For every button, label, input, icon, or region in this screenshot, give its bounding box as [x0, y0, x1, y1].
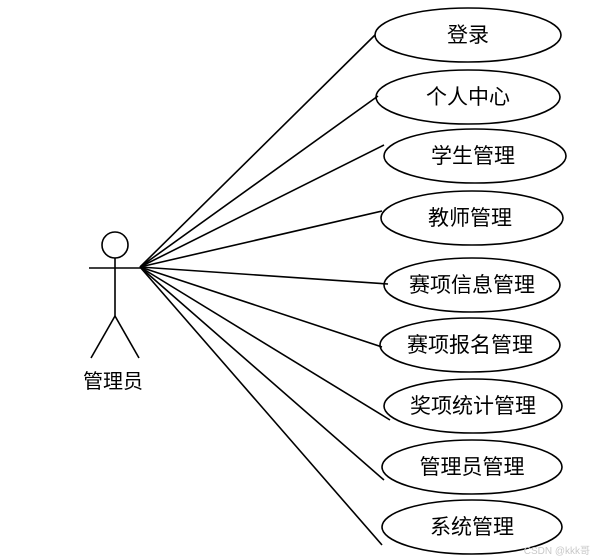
- actor-label: 管理员: [83, 369, 143, 393]
- use-case-ellipse: [379, 317, 561, 373]
- use-case-ellipse: [383, 257, 561, 313]
- use-case-labels: 登录 个人中心 学生管理 教师管理 赛项信息管理 赛项报名管理 奖项统计管理 管…: [407, 23, 536, 539]
- actor-right-leg: [114, 315, 140, 359]
- use-case-ellipse: [381, 499, 563, 555]
- association-line: [139, 34, 376, 268]
- association-line: [139, 266, 389, 285]
- association-lines: [139, 34, 391, 546]
- watermark: CSDN @kkk哥: [524, 545, 590, 557]
- use-case-label-event-info-management: 赛项信息管理: [409, 273, 535, 297]
- actor-head: [101, 231, 129, 259]
- use-case-label-login: 登录: [447, 23, 489, 47]
- use-case-ellipse: [380, 190, 564, 246]
- use-case-ellipse: [383, 128, 567, 184]
- use-case-ellipses: [374, 7, 567, 555]
- use-case-ellipse: [383, 378, 563, 434]
- use-case-label-teacher-management: 教师管理: [428, 206, 512, 230]
- use-case-ellipse: [381, 439, 563, 495]
- association-line: [139, 95, 379, 268]
- use-case-label-system-management: 系统管理: [430, 515, 514, 539]
- actor-figure: [89, 231, 142, 359]
- association-line: [139, 210, 383, 268]
- use-case-label-award-statistics-management: 奖项统计管理: [410, 394, 536, 418]
- association-line: [139, 266, 383, 546]
- association-line: [139, 266, 383, 348]
- use-case-label-event-registration-management: 赛项报名管理: [407, 333, 533, 357]
- use-case-label-admin-management: 管理员管理: [420, 455, 525, 479]
- actor-left-leg: [90, 315, 116, 359]
- association-line: [139, 144, 385, 268]
- use-case-ellipse: [374, 7, 562, 63]
- use-case-label-personal-center: 个人中心: [426, 85, 510, 109]
- association-line: [139, 266, 385, 481]
- use-case-label-student-management: 学生管理: [431, 144, 515, 168]
- use-case-ellipse: [375, 69, 561, 125]
- association-line: [139, 266, 391, 421]
